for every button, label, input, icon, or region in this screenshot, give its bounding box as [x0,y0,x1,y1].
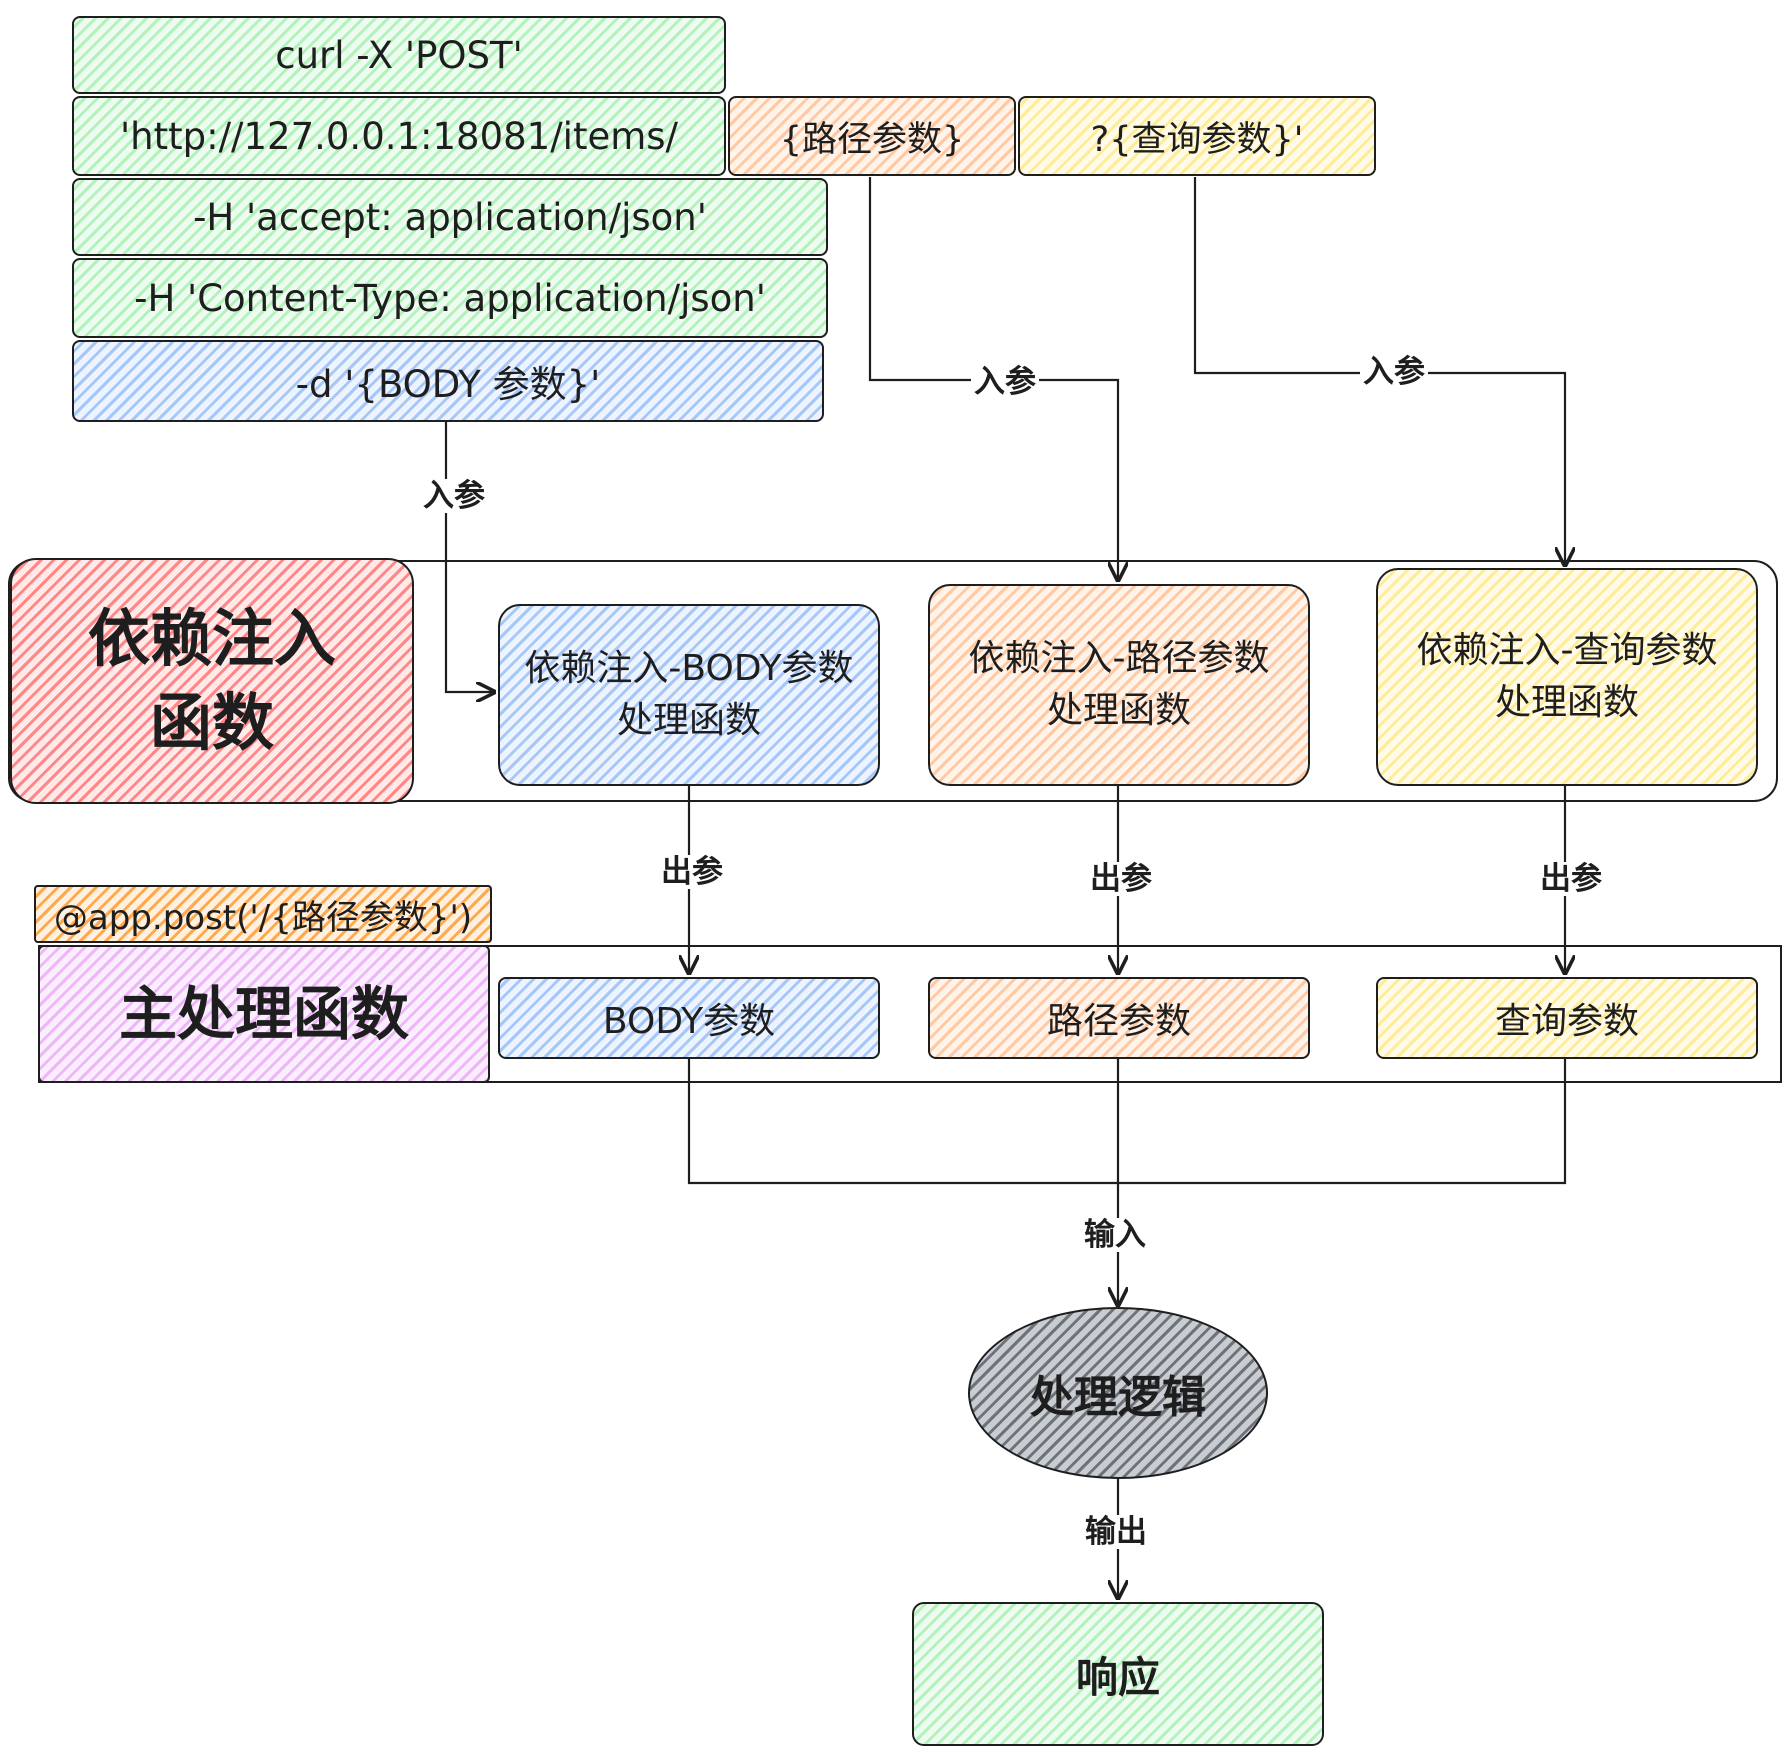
main-path-param: 路径参数 [928,977,1310,1059]
curl-line-method: curl -X 'POST' [72,16,726,94]
edge-label-body-in: 入参 [420,479,488,513]
dep-path-handler-line1: 依赖注入-路径参数 [968,637,1270,679]
curl-line-accept-text: -H 'accept: application/json' [193,195,707,239]
dep-query-handler-line1: 依赖注入-查询参数 [1416,629,1718,671]
processing-logic-text: 处理逻辑 [1030,1372,1206,1423]
curl-line-url: 'http://127.0.0.1:18081/items/ [72,96,726,176]
main-query-param-text: 查询参数 [1494,1001,1639,1042]
dep-query-handler: 依赖注入-查询参数 处理函数 [1376,568,1758,786]
curl-query-param-text: ?{查询参数}' [1090,119,1304,160]
main-body-param-text: BODY参数 [602,1001,776,1042]
dep-body-handler-line1: 依赖注入-BODY参数 [524,647,854,689]
dep-body-handler-line2: 处理函数 [616,700,761,741]
curl-query-param: ?{查询参数}' [1018,96,1376,176]
dependency-injection-title: 依赖注入 函数 [10,558,414,804]
edge-label-path-out: 出参 [1087,862,1155,896]
curl-line-content-type-text: -H 'Content-Type: application/json' [134,276,766,320]
dependency-injection-container [8,560,1778,802]
dep-body-handler: 依赖注入-BODY参数 处理函数 [498,604,880,786]
dep-path-handler-line2: 处理函数 [1046,690,1191,731]
edge-label-path-in: 入参 [971,365,1039,399]
response-box-text: 响应 [1075,1652,1160,1702]
curl-path-param: {路径参数} [728,96,1016,176]
dep-path-handler: 依赖注入-路径参数 处理函数 [928,584,1310,786]
edge-label-input: 输入 [1081,1218,1149,1252]
edge-label-query-in: 入参 [1360,355,1428,389]
curl-line-method-text: curl -X 'POST' [275,33,523,77]
edge-label-body-out: 出参 [658,855,726,889]
edge-label-query-out: 出参 [1537,862,1605,896]
main-handler-title: 主处理函数 [38,945,490,1083]
curl-line-url-text: 'http://127.0.0.1:18081/items/ [119,114,679,158]
curl-line-body: -d '{BODY 参数}' [72,340,824,422]
main-path-param-text: 路径参数 [1046,1001,1191,1042]
response-box: 响应 [912,1602,1324,1746]
dep-query-handler-line2: 处理函数 [1494,682,1639,723]
main-handler-title-text: 主处理函数 [118,979,409,1048]
curl-line-accept: -H 'accept: application/json' [72,178,828,256]
curl-path-param-text: {路径参数} [779,119,965,160]
main-query-param: 查询参数 [1376,977,1758,1059]
curl-line-content-type: -H 'Content-Type: application/json' [72,258,828,338]
decorator-label-text: @app.post('/{路径参数}') [53,897,473,938]
curl-line-body-text: -d '{BODY 参数}' [295,363,601,406]
main-body-param: BODY参数 [498,977,880,1059]
edge-label-output: 输出 [1082,1515,1150,1549]
processing-logic: 处理逻辑 [968,1307,1268,1479]
dependency-injection-title-line1: 依赖注入 [87,602,336,676]
edge-merge [687,1058,1567,1185]
dependency-injection-title-line2: 函数 [149,686,274,759]
decorator-label: @app.post('/{路径参数}') [34,885,492,943]
